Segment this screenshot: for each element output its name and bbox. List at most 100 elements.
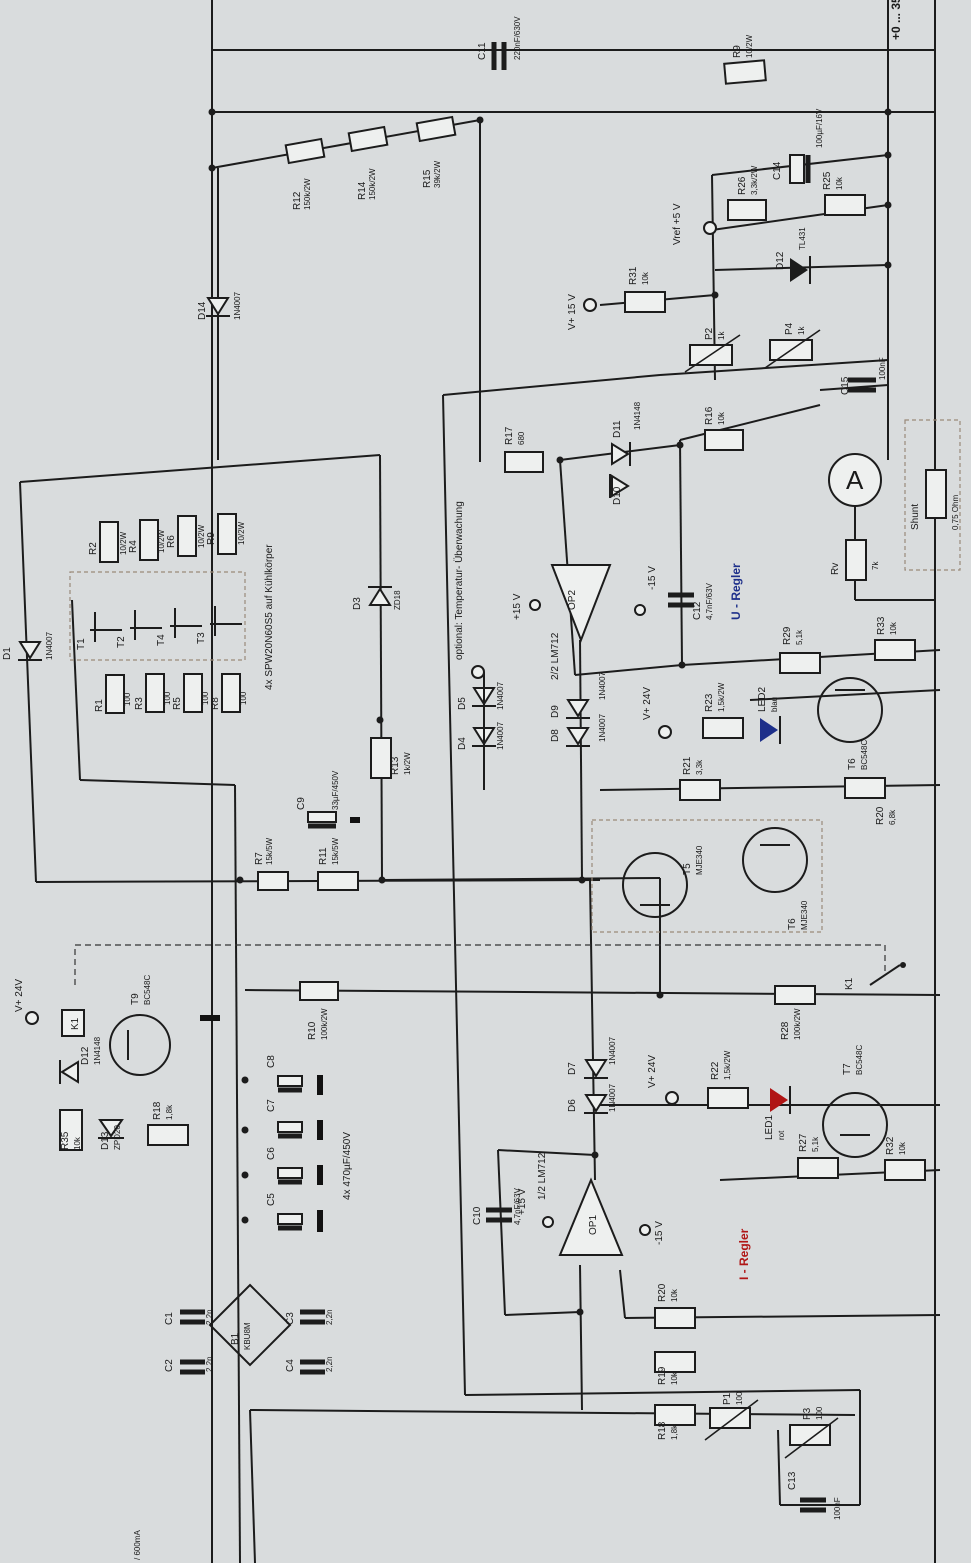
svg-text:15k/5W: 15k/5W	[331, 837, 340, 865]
svg-text:T4: T4	[156, 634, 167, 646]
resistor-r20-6k8: R20 6,8k	[844, 777, 897, 825]
svg-text:R25: R25	[822, 171, 833, 190]
capacitor-c10: C10 4,7nF/63V	[472, 1187, 522, 1225]
svg-text:C8: C8	[266, 1055, 277, 1068]
svg-text:C2: C2	[164, 1359, 175, 1372]
svg-text:C4: C4	[285, 1359, 296, 1372]
svg-text:10/2W: 10/2W	[237, 521, 246, 545]
svg-text:1N4007: 1N4007	[233, 291, 242, 320]
svg-text:R16: R16	[704, 406, 715, 425]
u-regler-label: U - Regler	[729, 563, 743, 620]
relay-link	[74, 944, 886, 985]
svg-text:R19: R19	[657, 1366, 668, 1385]
pot-p4: P4 1k	[764, 322, 821, 369]
svg-text:100µF/16V: 100µF/16V	[815, 108, 824, 148]
svg-text:R33: R33	[876, 616, 887, 635]
svg-text:2/2 LM712: 2/2 LM712	[550, 632, 561, 680]
relay-contact-k1: K1	[844, 962, 906, 990]
svg-text:100: 100	[239, 691, 248, 705]
svg-text:100k/2W: 100k/2W	[320, 1008, 329, 1040]
resistor-r31: R25 10k	[822, 171, 866, 216]
ammeter: A	[828, 453, 882, 507]
resistor-r29: R29 5,1k	[779, 626, 821, 674]
mosfet-note: 4x SPW20N60S5 auf Kühlkörper	[264, 544, 275, 690]
resistor-r25: R26 3,3k/2W	[727, 165, 767, 221]
svg-text:1k: 1k	[717, 331, 726, 340]
svg-text:Shunt: Shunt	[910, 504, 921, 530]
svg-text:10/2W: 10/2W	[157, 529, 166, 553]
svg-text:K1: K1	[844, 977, 855, 990]
diode-d13: D13 ZPD20	[98, 1119, 124, 1150]
svg-text:T6: T6	[787, 918, 798, 930]
diode-d1: D1 1N4007	[2, 631, 54, 661]
svg-text:R22: R22	[710, 1061, 721, 1080]
transistor-t5: T5 MJE340	[622, 845, 704, 918]
svg-text:BC548C: BC548C	[855, 1045, 864, 1075]
svg-text:ZPD20: ZPD20	[113, 1125, 122, 1150]
resistor-r15: R15 39k/2W	[415, 115, 457, 188]
svg-text:5,1k: 5,1k	[811, 1136, 820, 1152]
bridge-rectifier-b1: B1 KBU8M	[208, 1283, 292, 1367]
svg-text:C9: C9	[296, 797, 307, 810]
svg-text:100: 100	[201, 691, 210, 705]
svg-text:6,8k: 6,8k	[888, 809, 897, 825]
svg-text:D11: D11	[612, 420, 623, 438]
svg-text:T1: T1	[76, 638, 87, 650]
snubber-caps: C1 2,2n C2 2,2n C3 2,2n C4 2,2n	[164, 1309, 334, 1375]
svg-text:rot: rot	[777, 1130, 786, 1140]
svg-text:R9: R9	[206, 532, 217, 545]
svg-text:220nF/630V: 220nF/630V	[513, 16, 522, 60]
svg-text:R20: R20	[875, 806, 886, 825]
svg-text:R21: R21	[682, 756, 693, 775]
svg-text:1/2 LM712: 1/2 LM712	[537, 1152, 548, 1200]
svg-text:BC548C: BC548C	[143, 975, 152, 1005]
svg-text:R5: R5	[172, 697, 183, 710]
svg-text:R31: R31	[628, 266, 639, 285]
svg-text:1N4007: 1N4007	[598, 671, 607, 700]
svg-text:ZD18: ZD18	[393, 590, 402, 610]
v24-terminal-led2	[658, 725, 672, 739]
svg-text:D1: D1	[2, 647, 13, 660]
svg-text:2,2n: 2,2n	[205, 1356, 214, 1372]
temp-note: optional: Temperatur- Überwachung	[453, 501, 465, 660]
op2-minus15-label: -15 V	[647, 566, 658, 590]
mosfet-group-box	[69, 571, 246, 661]
svg-text:K1: K1	[70, 1017, 81, 1030]
svg-text:R1: R1	[94, 699, 105, 712]
svg-text:4,7nF/63V: 4,7nF/63V	[513, 1187, 522, 1225]
led-led1: LED1 rot	[764, 1086, 791, 1140]
svg-text:R11: R11	[318, 847, 329, 865]
mosfet-drain-resistors: R2 10/2W R4 10/2W R6 10/2W R9 10/2W	[88, 513, 246, 563]
svg-text:Rv: Rv	[830, 563, 841, 575]
svg-text:R32: R32	[885, 1136, 896, 1155]
svg-text:D3: D3	[352, 597, 363, 610]
resistor-r10: R10 100k/2W	[299, 981, 339, 1040]
svg-text:D9: D9	[550, 705, 561, 718]
svg-text:10/2W: 10/2W	[745, 34, 754, 58]
resistor-r26: R9 10/2W	[723, 34, 767, 85]
resistor-r12: R12 150k/2W	[284, 137, 326, 210]
svg-text:1,8k: 1,8k	[670, 1424, 679, 1440]
v15-terminal	[583, 298, 597, 312]
relay-coil-k1: K1	[61, 1009, 85, 1037]
capacitor-c12: C12 4,7nF/63V	[668, 582, 714, 620]
svg-text:T7: T7	[842, 1063, 853, 1075]
temp-terminal	[471, 665, 485, 679]
svg-text:10k: 10k	[835, 176, 844, 190]
svg-text:39k/2W: 39k/2W	[433, 160, 442, 188]
svg-text:R3: R3	[134, 697, 145, 710]
svg-text:0,75 Ohm: 0,75 Ohm	[951, 495, 960, 530]
svg-text:4,7nF/63V: 4,7nF/63V	[705, 582, 714, 620]
svg-text:R35: R35	[60, 1131, 71, 1150]
svg-text:R4: R4	[128, 540, 139, 553]
svg-text:BC548C: BC548C	[860, 740, 869, 770]
svg-text:D8: D8	[550, 729, 561, 742]
svg-text:KBU8M: KBU8M	[243, 1322, 252, 1350]
svg-text:680: 680	[517, 431, 526, 445]
resistor-r13: R13 1k/2W	[370, 737, 412, 779]
vref-terminal	[703, 221, 717, 235]
svg-text:blau: blau	[770, 697, 779, 712]
diodes-d8-d9: D8 1N4007 D9 1N4007	[550, 671, 607, 747]
svg-text:P4: P4	[784, 322, 795, 335]
svg-text:7k: 7k	[871, 561, 880, 570]
